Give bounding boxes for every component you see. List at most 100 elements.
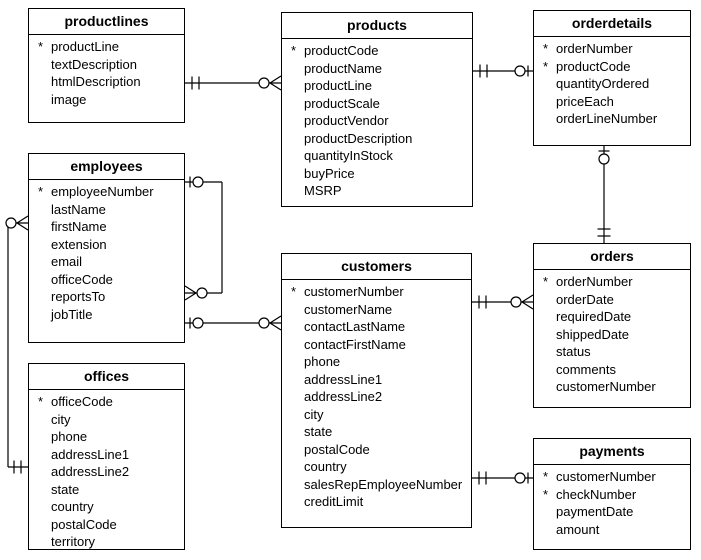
table-title: orderdetails: [534, 11, 690, 37]
table-title: offices: [29, 364, 184, 390]
field-name: customerNumber: [304, 284, 404, 299]
primary-key-marker: [38, 91, 51, 109]
field-name: phone: [51, 429, 88, 444]
field-name: extension: [51, 236, 107, 252]
primary-key-marker: [291, 60, 304, 78]
primary-key-marker: [38, 411, 51, 429]
field-name: city: [51, 411, 71, 427]
field-name: country: [51, 499, 94, 514]
field-name: comments: [556, 361, 616, 377]
field-name: addressLine2: [304, 389, 383, 404]
field-row: productName: [291, 60, 470, 78]
field-row: addressLine2: [38, 463, 182, 481]
primary-key-marker: [291, 423, 304, 441]
primary-key-marker: *: [38, 184, 44, 199]
primary-key-marker: [543, 93, 556, 111]
relationship-employees-offices: [5, 215, 29, 474]
field-row: state: [38, 481, 182, 499]
primary-key-marker: *: [543, 41, 549, 56]
field-row: *employeeNumber: [38, 183, 182, 201]
field-name: creditLimit: [304, 494, 364, 509]
field-row: comments: [543, 361, 688, 379]
primary-key-marker: [291, 318, 304, 336]
field-row: customerNumber: [543, 378, 688, 396]
field-name: addressLine2: [51, 464, 130, 479]
field-row: quantityInStock: [291, 147, 470, 165]
primary-key-marker: *: [543, 486, 549, 502]
field-name: orderLineNumber: [556, 111, 658, 126]
field-name: addressLine1: [51, 446, 130, 462]
table-title: employees: [29, 154, 184, 180]
field-name: state: [51, 481, 80, 497]
field-row: contactFirstName: [291, 336, 469, 354]
primary-key-marker: [543, 503, 556, 521]
primary-key-marker: [543, 343, 556, 361]
table-title: productlines: [29, 9, 184, 35]
field-name: country: [304, 459, 347, 474]
primary-key-marker: [291, 353, 304, 371]
field-row: phone: [291, 353, 469, 371]
primary-key-marker: [38, 56, 51, 74]
table-title: orders: [534, 244, 690, 270]
field-row: customerName: [291, 301, 469, 319]
field-row: *productLine: [38, 38, 182, 56]
field-row: *officeCode: [38, 393, 182, 411]
field-row: paymentDate: [543, 503, 688, 521]
field-name: lastName: [51, 201, 106, 217]
primary-key-marker: [38, 271, 51, 289]
field-name: postalCode: [51, 516, 117, 532]
field-row: *productCode: [291, 42, 470, 60]
primary-key-marker: [291, 77, 304, 95]
field-name: buyPrice: [304, 165, 355, 181]
field-name: orderNumber: [556, 41, 633, 56]
primary-key-marker: [291, 458, 304, 476]
field-row: quantityOrdered: [543, 75, 688, 93]
primary-key-marker: [543, 308, 556, 326]
primary-key-marker: [38, 498, 51, 516]
field-row: htmlDescription: [38, 73, 182, 91]
field-name: orderDate: [556, 291, 614, 307]
field-row: orderDate: [543, 291, 688, 309]
primary-key-marker: [543, 326, 556, 344]
primary-key-marker: [38, 463, 51, 481]
field-name: shippedDate: [556, 326, 629, 342]
primary-key-marker: [291, 476, 304, 494]
field-name: contactLastName: [304, 319, 406, 334]
field-name: productName: [304, 60, 383, 76]
field-row: country: [291, 458, 469, 476]
primary-key-marker: [543, 75, 556, 93]
relationship-employees-employees: [184, 176, 223, 301]
field-name: jobTitle: [51, 306, 93, 322]
field-row: requiredDate: [543, 308, 688, 326]
field-name: contactFirstName: [304, 336, 406, 352]
field-name: customerNumber: [556, 469, 656, 484]
primary-key-marker: [291, 112, 304, 130]
field-row: orderLineNumber: [543, 110, 688, 128]
field-row: status: [543, 343, 688, 361]
primary-key-marker: [291, 336, 304, 354]
field-row: addressLine2: [291, 388, 469, 406]
field-row: officeCode: [38, 271, 182, 289]
field-row: *productCode: [543, 58, 688, 76]
field-row: contactLastName: [291, 318, 469, 336]
field-row: postalCode: [291, 441, 469, 459]
field-name: officeCode: [51, 394, 113, 409]
field-row: postalCode: [38, 516, 182, 534]
field-name: addressLine1: [304, 371, 383, 387]
field-row: city: [38, 411, 182, 429]
field-row: MSRP: [291, 182, 470, 200]
field-name: customerNumber: [556, 379, 656, 394]
